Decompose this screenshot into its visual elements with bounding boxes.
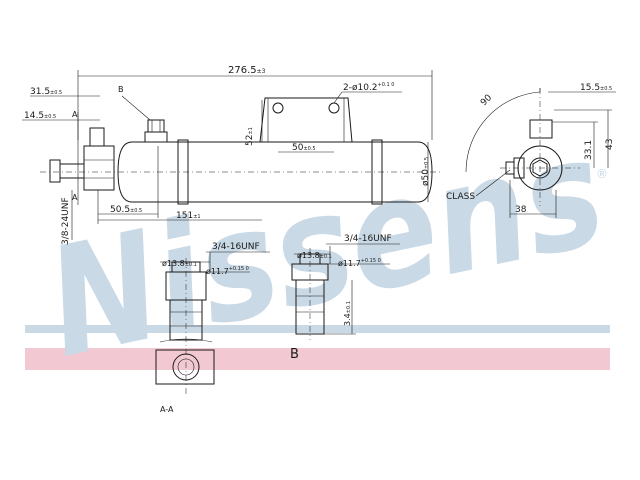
blue-stripe (25, 325, 610, 333)
thread-a: 3/4-16UNF (212, 242, 260, 252)
offset-31: 31.5±0.5 (30, 87, 62, 97)
dim-33: 33.1 (584, 140, 594, 160)
detail-b-view: 3/4-16UNF ø13.8±0.1 ø11.7+0.15 0 3.4±0.1… (290, 234, 400, 362)
watermark-reg-mark: ® (596, 167, 608, 181)
dim-43: 43 (605, 139, 615, 150)
len-151: 151±1 (176, 211, 201, 221)
dim-38: 38 (515, 205, 527, 215)
dia-11-b: ø11.7+0.15 0 (338, 258, 381, 268)
drier-side-view (40, 97, 440, 205)
dim-15: 15.5±0.5 (580, 83, 612, 93)
dia-13-a: ø13.8±0.1 (162, 259, 197, 268)
drier-end-view: 90 15.5±0.5 33.1 43 38 CLASS (446, 83, 616, 218)
len-50: 50.5±0.5 (110, 205, 142, 215)
holes-spec: 2-ø10.2+0.1 0 (343, 82, 394, 93)
dia-50: ø50±0.5 (421, 157, 431, 186)
detail-b-label: B (290, 347, 299, 362)
offset-14: 14.5±0.5 (24, 111, 56, 121)
section-aa-label: A-A (160, 405, 174, 414)
section-a-a-view: 3/4-16UNF ø13.8±0.1 ø11.7+0.15 0 A-A (155, 242, 270, 414)
overall-length: 276.5±3 (228, 65, 266, 76)
section-letter-bottom: A (72, 193, 78, 202)
dim-3-4: 3.4±0.1 (343, 301, 352, 326)
section-letter-top: A (72, 110, 78, 119)
height-52: 52±1 (245, 127, 255, 146)
clamp-label: CLASS (446, 192, 475, 202)
detail-marker-b-leader: B (118, 85, 124, 94)
pink-band (25, 348, 610, 370)
dia-13-b: ø13.8±0.1 (297, 251, 332, 260)
thread-side: 3/8-24UNF (61, 197, 71, 245)
thread-b: 3/4-16UNF (344, 234, 392, 244)
bracket-50: 50±0.5 (292, 143, 316, 153)
angle-90: 90 (479, 93, 494, 108)
dia-11-a: ø11.7+0.15 0 (206, 266, 249, 276)
side-view-dimensions: 276.5±3 2-ø10.2+0.1 0 31.5±0.5 B 14.5±0.… (22, 65, 433, 245)
